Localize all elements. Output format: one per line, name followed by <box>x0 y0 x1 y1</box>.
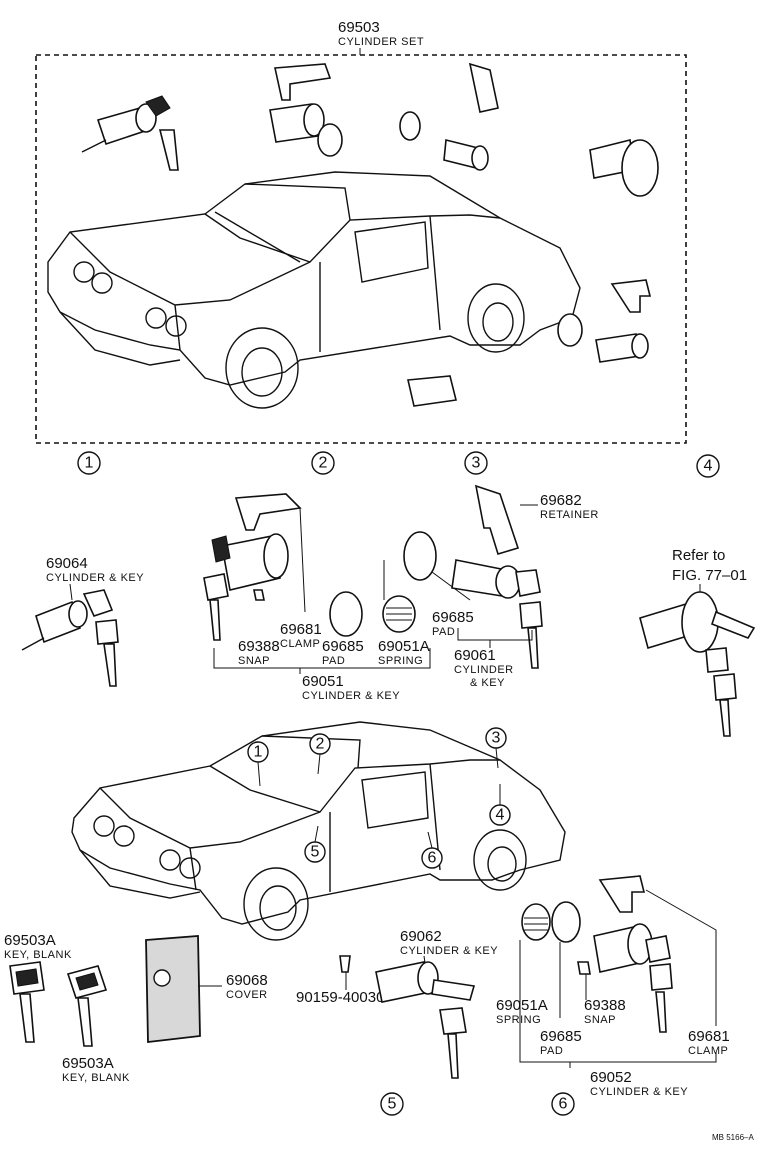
svg-text:1: 1 <box>85 455 94 472</box>
part-69685-pad-b-name: PAD <box>432 626 455 638</box>
part-69052-number: 69052 <box>590 1069 632 1086</box>
blank-key-1 <box>9 961 45 1043</box>
svg-text:4: 4 <box>704 458 713 475</box>
cylinder-key-69051-parts <box>203 493 431 674</box>
svg-text:3: 3 <box>472 455 481 472</box>
part-69681-clamp-number: 69681 <box>280 621 322 638</box>
part-69388-snap-name: SNAP <box>238 655 270 667</box>
part-69051a-spring-b-name: SPRING <box>496 1014 541 1026</box>
part-69503a-key-1-name: KEY, BLANK <box>4 949 72 961</box>
blank-key-2 <box>66 965 108 1047</box>
svg-text:4: 4 <box>496 807 505 824</box>
svg-text:1: 1 <box>254 744 263 761</box>
part-69682-name: RETAINER <box>540 509 599 521</box>
part-69051-number: 69051 <box>302 673 344 690</box>
callout-2-car: 2 <box>309 733 331 775</box>
part-69062-number: 69062 <box>400 928 442 945</box>
set-parts-top <box>81 62 659 407</box>
part-69682-number: 69682 <box>540 492 582 509</box>
callout-5-row: 5 <box>380 1092 404 1116</box>
svg-text:6: 6 <box>428 850 437 867</box>
callout-4-row: 4 <box>696 454 720 478</box>
part-69051a-spring-b-number: 69051A <box>496 997 548 1014</box>
callout-5-car: 5 <box>304 825 326 863</box>
part-90159-number: 90159-40030 <box>296 989 384 1006</box>
set-part-number: 69503 <box>338 19 380 36</box>
part-69061-name-line1: CYLINDER <box>454 664 514 676</box>
svg-text:3: 3 <box>492 730 501 747</box>
part-69062-name: CYLINDER & KEY <box>400 945 498 957</box>
part-69681-clamp-b-name: CLAMP <box>688 1045 728 1057</box>
cylinder-key-69061-parts <box>403 484 543 669</box>
callout-4-car: 4 <box>489 784 511 826</box>
refer-fig-text: FIG. 77–01 <box>672 567 747 584</box>
part-69685-pad-c-name: PAD <box>540 1045 563 1057</box>
part-69388-snap-number: 69388 <box>238 638 280 655</box>
callout-6-row: 6 <box>551 1092 575 1116</box>
part-69685-pad-b-number: 69685 <box>432 609 474 626</box>
figure-reference-code: MB 5166–A <box>712 1133 754 1142</box>
part-69061-name-line2: & KEY <box>470 677 505 689</box>
ignition-cylinder-ref <box>639 584 756 737</box>
car-illustration-top <box>47 171 581 409</box>
part-69388-snap-b-number: 69388 <box>584 997 626 1014</box>
callout-6-car: 6 <box>421 831 443 869</box>
part-69388-snap-b-name: SNAP <box>584 1014 616 1026</box>
part-69064-name: CYLINDER & KEY <box>46 572 144 584</box>
screw-90159 <box>339 955 351 990</box>
set-part-name: CYLINDER SET <box>338 36 424 48</box>
svg-text:5: 5 <box>388 1096 397 1113</box>
part-69068-name: COVER <box>226 989 268 1001</box>
part-69051a-spring-number: 69051A <box>378 638 430 655</box>
cylinder-key-69062 <box>375 955 476 1079</box>
key-cover-69068 <box>145 935 222 1044</box>
svg-text:6: 6 <box>559 1096 568 1113</box>
refer-to-text: Refer to <box>672 547 725 564</box>
part-69685-pad-c-number: 69685 <box>540 1028 582 1045</box>
part-69061-number: 69061 <box>454 647 496 664</box>
callout-3-car: 3 <box>485 727 507 769</box>
svg-text:5: 5 <box>311 844 320 861</box>
part-69051a-spring-name: SPRING <box>378 655 423 667</box>
part-69052-name: CYLINDER & KEY <box>590 1086 688 1098</box>
cylinder-set-box <box>35 54 687 444</box>
svg-text:2: 2 <box>316 736 325 753</box>
cylinder-key-69064 <box>21 583 119 687</box>
part-69503a-key-1-number: 69503A <box>4 932 56 949</box>
callout-1-car: 1 <box>247 741 269 787</box>
part-69068-number: 69068 <box>226 972 268 989</box>
part-69681-clamp-name: CLAMP <box>280 638 320 650</box>
part-69064-number: 69064 <box>46 555 88 572</box>
part-69685-pad-number: 69685 <box>322 638 364 655</box>
part-69681-clamp-b-number: 69681 <box>688 1028 730 1045</box>
part-69685-pad-name: PAD <box>322 655 345 667</box>
cylinder-key-69052-parts <box>519 875 717 1068</box>
callout-1-row: 1 <box>77 451 101 475</box>
svg-text:2: 2 <box>319 455 328 472</box>
callout-3-row: 3 <box>464 451 488 475</box>
part-69503a-key-2-name: KEY, BLANK <box>62 1072 130 1084</box>
part-69503a-key-2-number: 69503A <box>62 1055 114 1072</box>
part-69051-name: CYLINDER & KEY <box>302 690 400 702</box>
car-illustration-bottom <box>71 721 566 941</box>
callout-2-row: 2 <box>311 451 335 475</box>
